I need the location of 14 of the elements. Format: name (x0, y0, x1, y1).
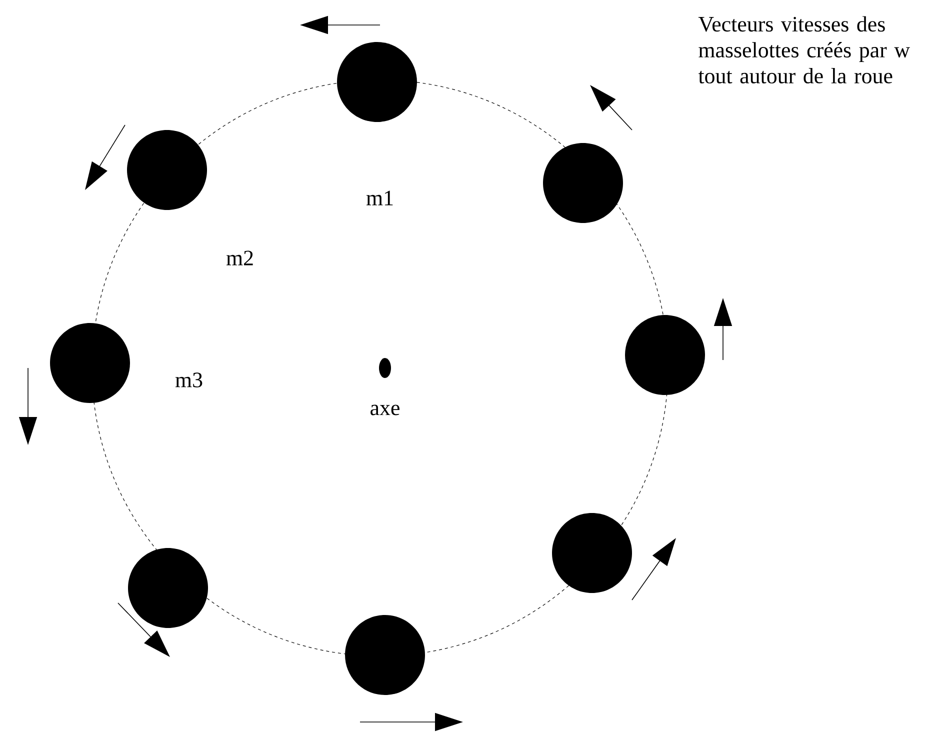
note-text: Vecteurs vitesses des masselottes créés par w tout autour de la roue (698, 16, 910, 84)
mass-label: m1 (366, 190, 393, 206)
mass-label: axe (370, 404, 400, 416)
mass-circle (543, 143, 623, 223)
mass-label: m2 (226, 250, 253, 266)
mass-circle (127, 130, 207, 210)
mass-circle (552, 513, 632, 593)
mass-circle (337, 42, 417, 122)
axle-dot (379, 358, 391, 378)
mass-circle (625, 315, 705, 395)
mass-circle (128, 548, 208, 628)
mass-circle (345, 615, 425, 695)
mass-label: m3 (175, 372, 202, 388)
mass-circle (50, 323, 130, 403)
